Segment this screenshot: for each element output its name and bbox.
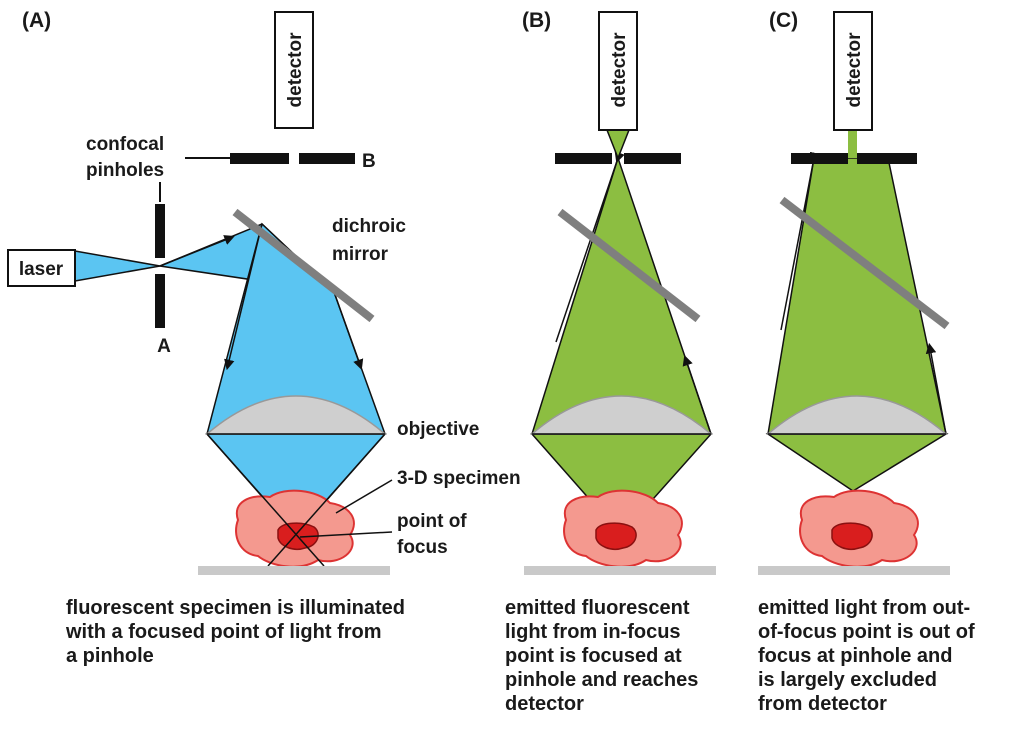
laser-beam bbox=[74, 250, 161, 282]
emission-cone-upper-c bbox=[767, 157, 947, 435]
panel-a: (A) laser A dichroic mirror bbox=[7, 9, 521, 575]
mirror-label-line1: dichroic bbox=[332, 216, 406, 237]
pinholes-label-line1: confocal bbox=[86, 134, 164, 155]
laser-box bbox=[7, 249, 76, 287]
pinholes-label-line2: pinholes bbox=[86, 160, 164, 181]
dichroic-mirror-a bbox=[232, 208, 375, 323]
pinhole-b-right bbox=[299, 153, 355, 164]
objective-label: objective bbox=[397, 419, 479, 440]
caption-a: fluorescent specimen is illuminated with… bbox=[66, 596, 405, 668]
detector-box-c bbox=[833, 11, 873, 131]
caption-b-line: emitted fluorescent bbox=[505, 597, 690, 619]
caption-b-line: light from in-focus bbox=[505, 621, 681, 643]
panel-c: (C) detector bbox=[758, 9, 950, 575]
caption-c-line: is largely excluded bbox=[758, 669, 937, 691]
emission-cone-upper-b bbox=[530, 155, 713, 435]
focus-point-c bbox=[831, 522, 873, 550]
stage-a bbox=[198, 566, 390, 575]
objective-lens-b bbox=[529, 395, 714, 435]
stage-c bbox=[758, 566, 950, 575]
stage-b bbox=[524, 566, 716, 575]
specimen-label: 3-D specimen bbox=[397, 468, 521, 489]
detector-label-c: detector bbox=[844, 32, 865, 108]
pinhole-b-left bbox=[230, 153, 289, 164]
focus-point-b bbox=[595, 522, 637, 550]
pinhole-a-bottom bbox=[155, 274, 165, 328]
detector-label-b: detector bbox=[609, 32, 630, 108]
caption-b-line: pinhole and reaches bbox=[505, 669, 699, 691]
panel-b-tag: (B) bbox=[522, 9, 551, 32]
caption-c-line: focus at pinhole and bbox=[758, 645, 953, 667]
caption-b-line: detector bbox=[505, 693, 584, 715]
panel-c-tag: (C) bbox=[769, 9, 798, 32]
caption-b-line: point is focused at bbox=[505, 645, 682, 667]
dichroic-mirror-c bbox=[779, 196, 950, 330]
caption-a-line: with a focused point of light from bbox=[66, 621, 382, 643]
panel-b: (B) detector bbox=[522, 9, 716, 575]
caption-c: emitted light from out- of-focus point i… bbox=[758, 596, 975, 716]
pinhole-b-right-b bbox=[624, 153, 681, 164]
caption-c-line: emitted light from out- bbox=[758, 597, 971, 619]
pinhole-c-left bbox=[791, 153, 848, 164]
objective-lens-a bbox=[204, 395, 388, 435]
caption-c-line: from detector bbox=[758, 693, 887, 715]
pinhole-c-right bbox=[857, 153, 917, 164]
panel-a-tag: (A) bbox=[22, 9, 51, 32]
objective-lens-c bbox=[765, 395, 949, 435]
emission-cone-lower-c bbox=[765, 433, 949, 492]
focus-label-line2: focus bbox=[397, 537, 448, 558]
detector-beam-c bbox=[848, 130, 857, 158]
pinhole-a-label: A bbox=[157, 336, 171, 357]
detector-box-a bbox=[274, 11, 314, 129]
mirror-label-line2: mirror bbox=[332, 244, 389, 265]
laser-label: laser bbox=[19, 259, 64, 280]
caption-b: emitted fluorescent light from in-focus … bbox=[505, 596, 698, 716]
pinhole-a-top bbox=[155, 204, 165, 258]
pinhole-b-label: B bbox=[362, 151, 376, 172]
detector-box-b bbox=[598, 11, 638, 131]
dichroic-mirror-b bbox=[557, 208, 701, 323]
caption-a-line: a pinhole bbox=[66, 645, 154, 667]
detector-label-a: detector bbox=[285, 32, 306, 108]
caption-a-line: fluorescent specimen is illuminated bbox=[66, 597, 405, 619]
pinhole-b-left-b bbox=[555, 153, 612, 164]
caption-c-line: of-focus point is out of bbox=[758, 621, 975, 643]
focus-label-line1: point of bbox=[397, 511, 467, 532]
